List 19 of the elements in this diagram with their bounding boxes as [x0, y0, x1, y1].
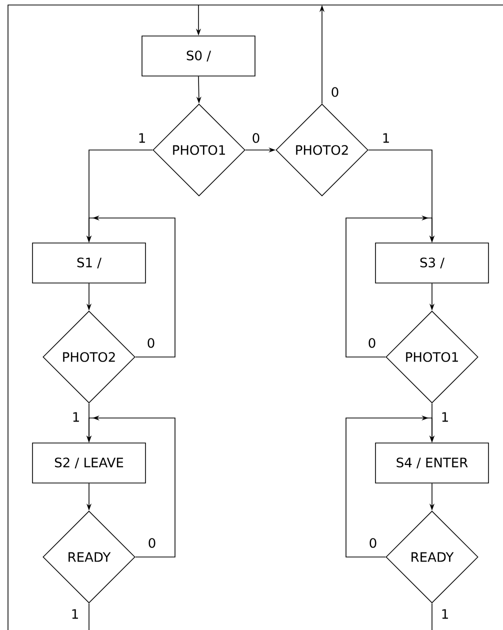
state-box: S2 / LEAVE [32, 442, 146, 484]
state-box: S4 / ENTER [375, 442, 489, 484]
edge-label: 1 [380, 132, 392, 144]
edge-label: 0 [250, 132, 262, 144]
state-box: S3 / [375, 242, 489, 284]
edge-label: 0 [368, 537, 378, 549]
state-box: S1 / [32, 242, 146, 284]
edge-label: 0 [146, 337, 156, 349]
edge-label: 0 [146, 537, 158, 549]
edge-label: 1 [440, 608, 450, 620]
arrow [346, 415, 435, 558]
state-box: S0 / [142, 36, 256, 76]
edge-label: 1 [70, 411, 82, 423]
arrow [346, 215, 435, 358]
edge-label: 1 [136, 132, 148, 144]
edge-label: 1 [440, 411, 450, 423]
edge-label: 1 [70, 608, 80, 620]
edge-label: 0 [330, 86, 340, 98]
edge-label: 0 [366, 337, 378, 349]
